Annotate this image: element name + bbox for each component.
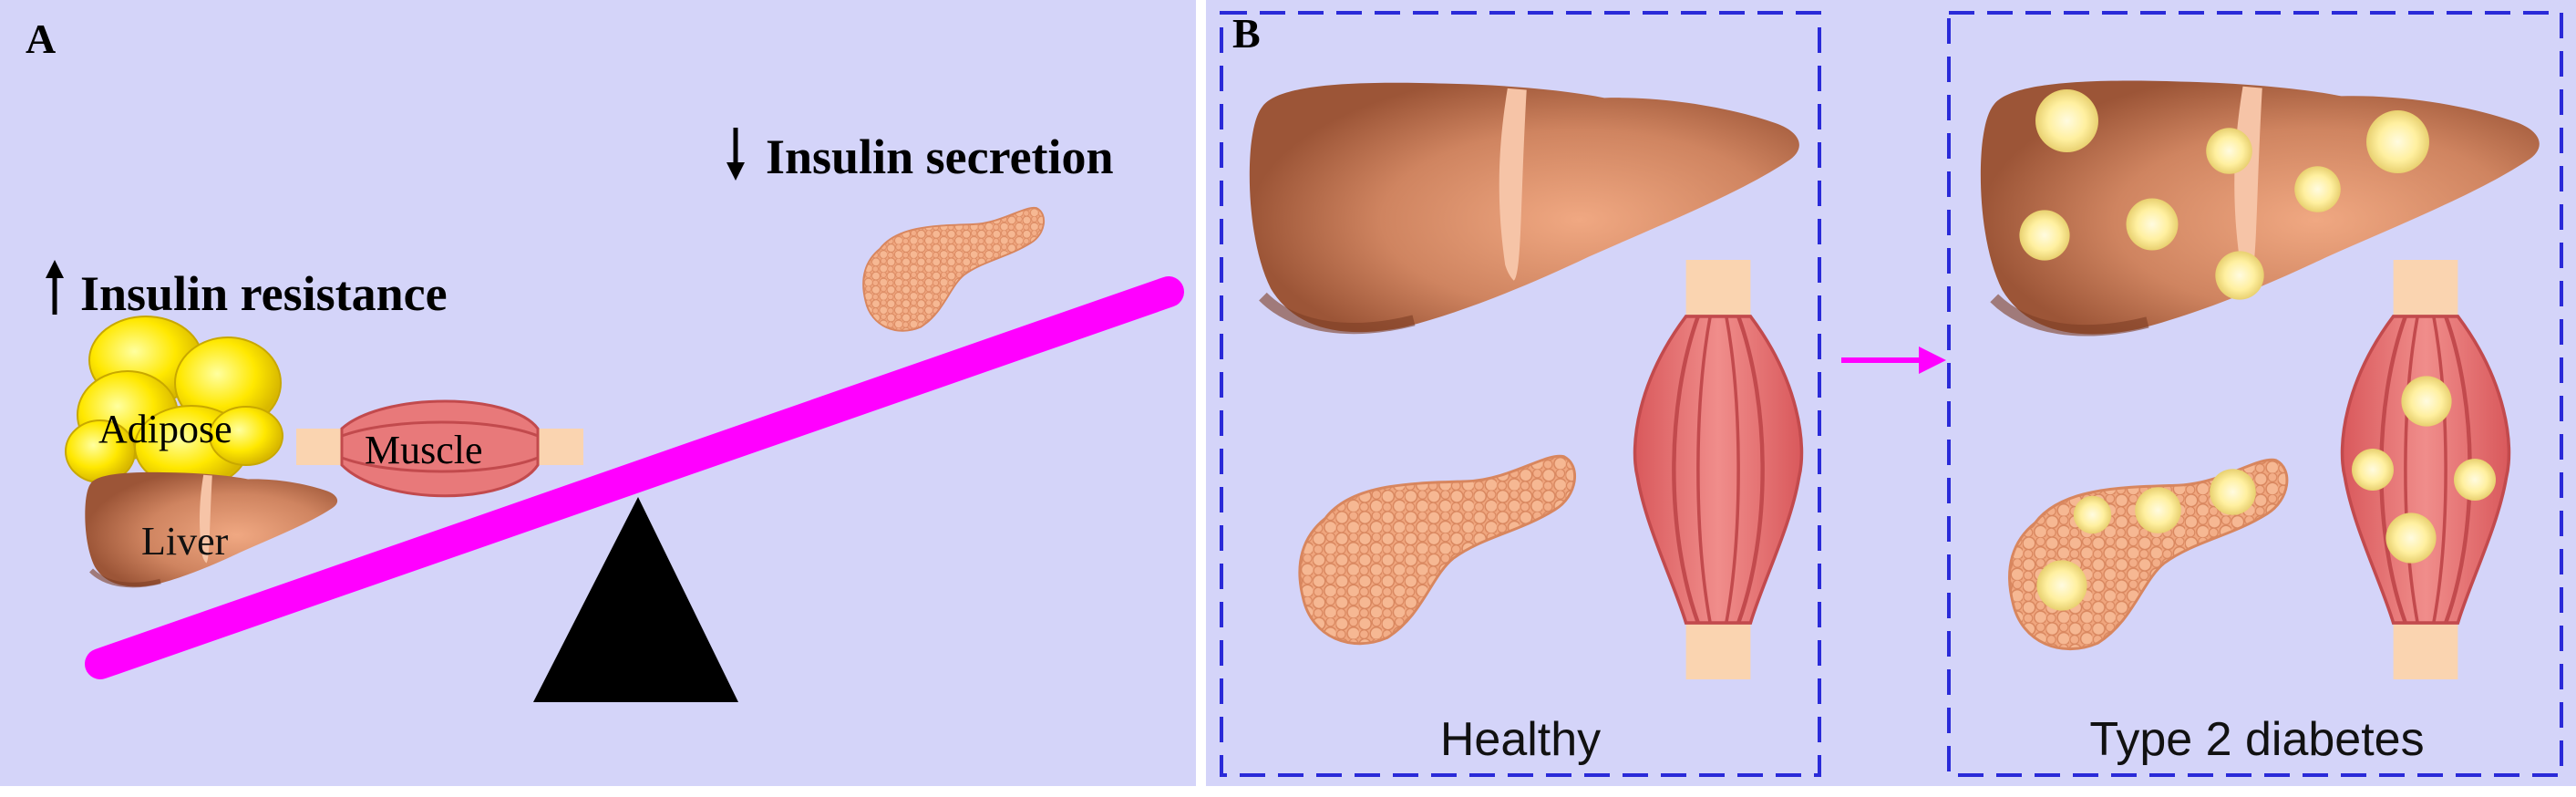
panel-a: A Insulin resistance Insulin secretion xyxy=(0,0,1196,786)
adipose-label: Adipose xyxy=(98,407,232,451)
progression-arrow-icon xyxy=(1841,347,1946,374)
insulin-secretion-label: Insulin secretion xyxy=(766,129,1114,184)
panel-b: B xyxy=(1206,0,2576,786)
liver-label: Liver xyxy=(141,519,229,564)
down-arrow-icon xyxy=(726,128,745,181)
insulin-resistance-label: Insulin resistance xyxy=(80,266,448,321)
panel-b-label: B xyxy=(1232,10,1261,57)
diabetes-frame xyxy=(1947,11,2563,777)
panel-a-label: A xyxy=(26,16,56,62)
muscle-small xyxy=(296,399,583,498)
healthy-frame xyxy=(1220,11,1821,777)
healthy-caption: Healthy xyxy=(1440,713,1601,766)
diabetes-caption: Type 2 diabetes xyxy=(2089,713,2424,766)
muscle-label: Muscle xyxy=(365,428,483,472)
seesaw-beam xyxy=(85,276,1184,679)
adipose-cluster xyxy=(65,316,283,489)
seesaw-fulcrum xyxy=(533,497,738,702)
up-arrow-icon xyxy=(46,260,64,315)
